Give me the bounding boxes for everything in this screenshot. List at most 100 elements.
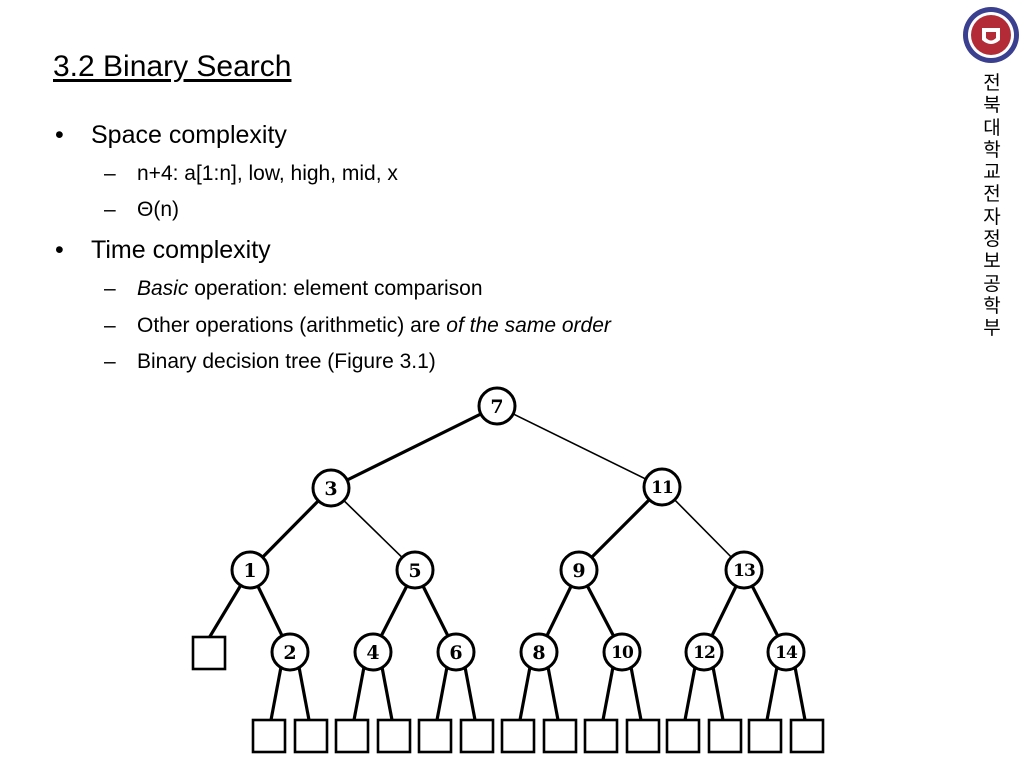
tree-edge [463,666,477,721]
node-circle [642,467,682,507]
external-leaf-box [665,718,701,754]
node-circle [353,632,393,672]
tree-edge [711,666,725,721]
external-leaf-box [707,718,743,754]
sub-bullet-text: Θ(n) [137,198,179,221]
university-seal-icon [963,7,1019,63]
tree-edge [330,404,498,490]
external-leaf-box [542,718,578,754]
sub-bullet-dash: – [104,350,116,373]
sub-bullet-text: Other operations (arithmetic) are of the… [137,313,611,339]
bullet-dot: • [55,236,64,264]
tree-edge [518,666,532,721]
node-label: 13 [733,561,755,581]
node-circle [519,632,559,672]
tree-edge [577,485,664,572]
node-label: 5 [408,560,421,582]
tree-node-1: 1 [230,550,270,590]
tree-edge [629,666,643,721]
sub-bullet-dash: – [104,162,116,185]
node-label: 7 [490,396,503,418]
tree-node-10: 10 [602,632,642,672]
bullet-dot: • [55,121,64,149]
tree-edge [546,666,560,721]
tree-node-6: 6 [436,632,476,672]
sub-bullet-dash: – [104,277,116,300]
tree-edge [793,666,807,721]
node-label: 9 [572,560,585,582]
node-label: 2 [283,642,296,664]
tree-edge [435,666,449,721]
node-circle [559,550,599,590]
tree-edge [330,487,416,571]
node-circle [766,632,806,672]
slide-title: 3.2 Binary Search [53,50,292,83]
node-label: 4 [366,642,379,664]
external-leaf-box [625,718,661,754]
node-circle [477,386,517,426]
tree-node-9: 9 [559,550,599,590]
tree-node-5: 5 [395,550,435,590]
node-circle [436,632,476,672]
external-leaf-box [251,718,287,754]
emphasis-text: Basic [137,277,189,300]
department-caption: 전북대학교 전자정보공학부 [983,72,1001,340]
node-circle [270,632,310,672]
tree-node-12: 12 [684,632,724,672]
node-label: 10 [611,643,634,663]
node-label: 11 [651,478,673,498]
external-leaf-box [293,718,329,754]
tree-edge [297,666,311,721]
node-label: 14 [775,643,798,663]
bullet-text: Space complexity [91,121,287,149]
external-leaf-box [459,718,495,754]
node-circle [311,468,351,508]
tree-edge [380,666,394,721]
node-label: 3 [324,478,337,500]
tree-node-14: 14 [766,632,806,672]
emphasis-text: of the same order [446,314,611,337]
tree-leaves [191,635,825,754]
tree-node-3: 3 [311,468,351,508]
sub-bullet-dash: – [104,198,116,221]
external-leaf-box [789,718,825,754]
tree-node-11: 11 [642,467,682,507]
node-circle [230,550,270,590]
tree-edge [496,405,663,488]
tree-node-8: 8 [519,632,559,672]
node-circle [724,550,764,590]
external-leaf-box [417,718,453,754]
node-circle [684,632,724,672]
sub-bullet-dash: – [104,314,116,337]
external-leaf-box [334,718,370,754]
tree-edge [269,666,283,721]
tree-edge [352,666,366,721]
node-label: 1 [243,560,256,582]
tree-edges [207,404,807,721]
tree-edge [765,666,779,721]
tree-node-2: 2 [270,632,310,672]
tree-node-13: 13 [724,550,764,590]
bullet-text: Time complexity [91,236,271,264]
node-label: 6 [449,642,462,664]
external-leaf-box [583,718,619,754]
external-leaf-box [376,718,412,754]
external-leaf-box [500,718,536,754]
node-circle [602,632,642,672]
tree-node-4: 4 [353,632,393,672]
plain-text: Other operations (arithmetic) are [137,314,447,337]
external-leaf-box [747,718,783,754]
sub-bullet-text: Binary decision tree (Figure 3.1) [137,350,436,373]
tree-node-7: 7 [477,386,517,426]
sub-bullet-text: n+4: a[1:n], low, high, mid, x [137,162,398,185]
external-leaf-box [191,635,227,671]
tree-edge [601,666,615,721]
sub-bullet-text: Basic operation: element comparison [137,276,483,302]
plain-text: operation: element comparison [188,277,483,300]
node-label: 8 [532,642,545,664]
node-circle [395,550,435,590]
tree-edge [683,666,697,721]
node-label: 12 [693,643,715,663]
